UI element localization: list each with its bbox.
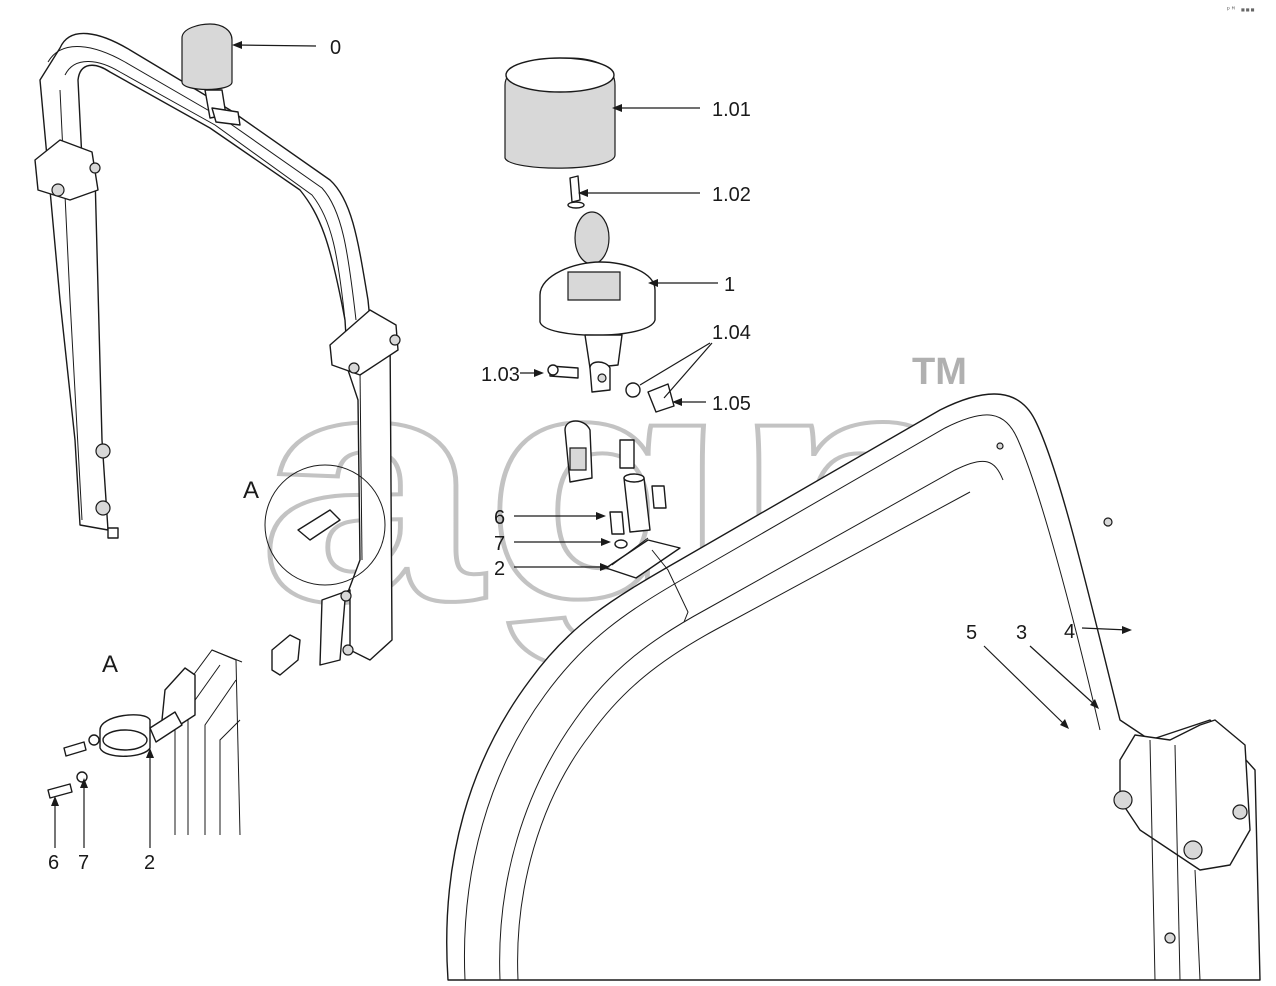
leader-lines	[51, 41, 1132, 848]
detail-callout-2: 2	[144, 852, 155, 874]
callout-2: 2	[494, 558, 505, 580]
callout-0: 0	[330, 37, 341, 59]
detail-callout-7: 7	[78, 852, 89, 874]
callout-5: 5	[966, 622, 977, 644]
rollbar-main	[446, 393, 1261, 981]
callout-1-02: 1.02	[712, 184, 751, 206]
callout-1-03: 1.03	[481, 364, 520, 386]
callout-3: 3	[1016, 622, 1027, 644]
watermark-tm: TM	[912, 351, 967, 393]
callout-6: 6	[494, 507, 505, 529]
callout-1-01: 1.01	[712, 99, 751, 121]
corner-mark: ᵖᴹ ▪▪▪	[1226, 5, 1255, 14]
callout-4: 4	[1064, 621, 1075, 643]
view-label-detail: A	[102, 651, 118, 678]
view-label-main: A	[243, 477, 259, 504]
callout-1: 1	[724, 274, 735, 296]
beacon-exploded	[504, 57, 675, 566]
rollbar-overview	[34, 23, 401, 676]
callout-7: 7	[494, 533, 505, 555]
detail-a	[47, 649, 243, 836]
detail-callout-6: 6	[48, 852, 59, 874]
callout-1-04: 1.04	[712, 322, 751, 344]
callout-1-05: 1.05	[712, 393, 751, 415]
callouts: 0 1.01 1.02 1 1.04 1.03 1.05 6 7 2 5 3 4…	[48, 37, 1075, 874]
